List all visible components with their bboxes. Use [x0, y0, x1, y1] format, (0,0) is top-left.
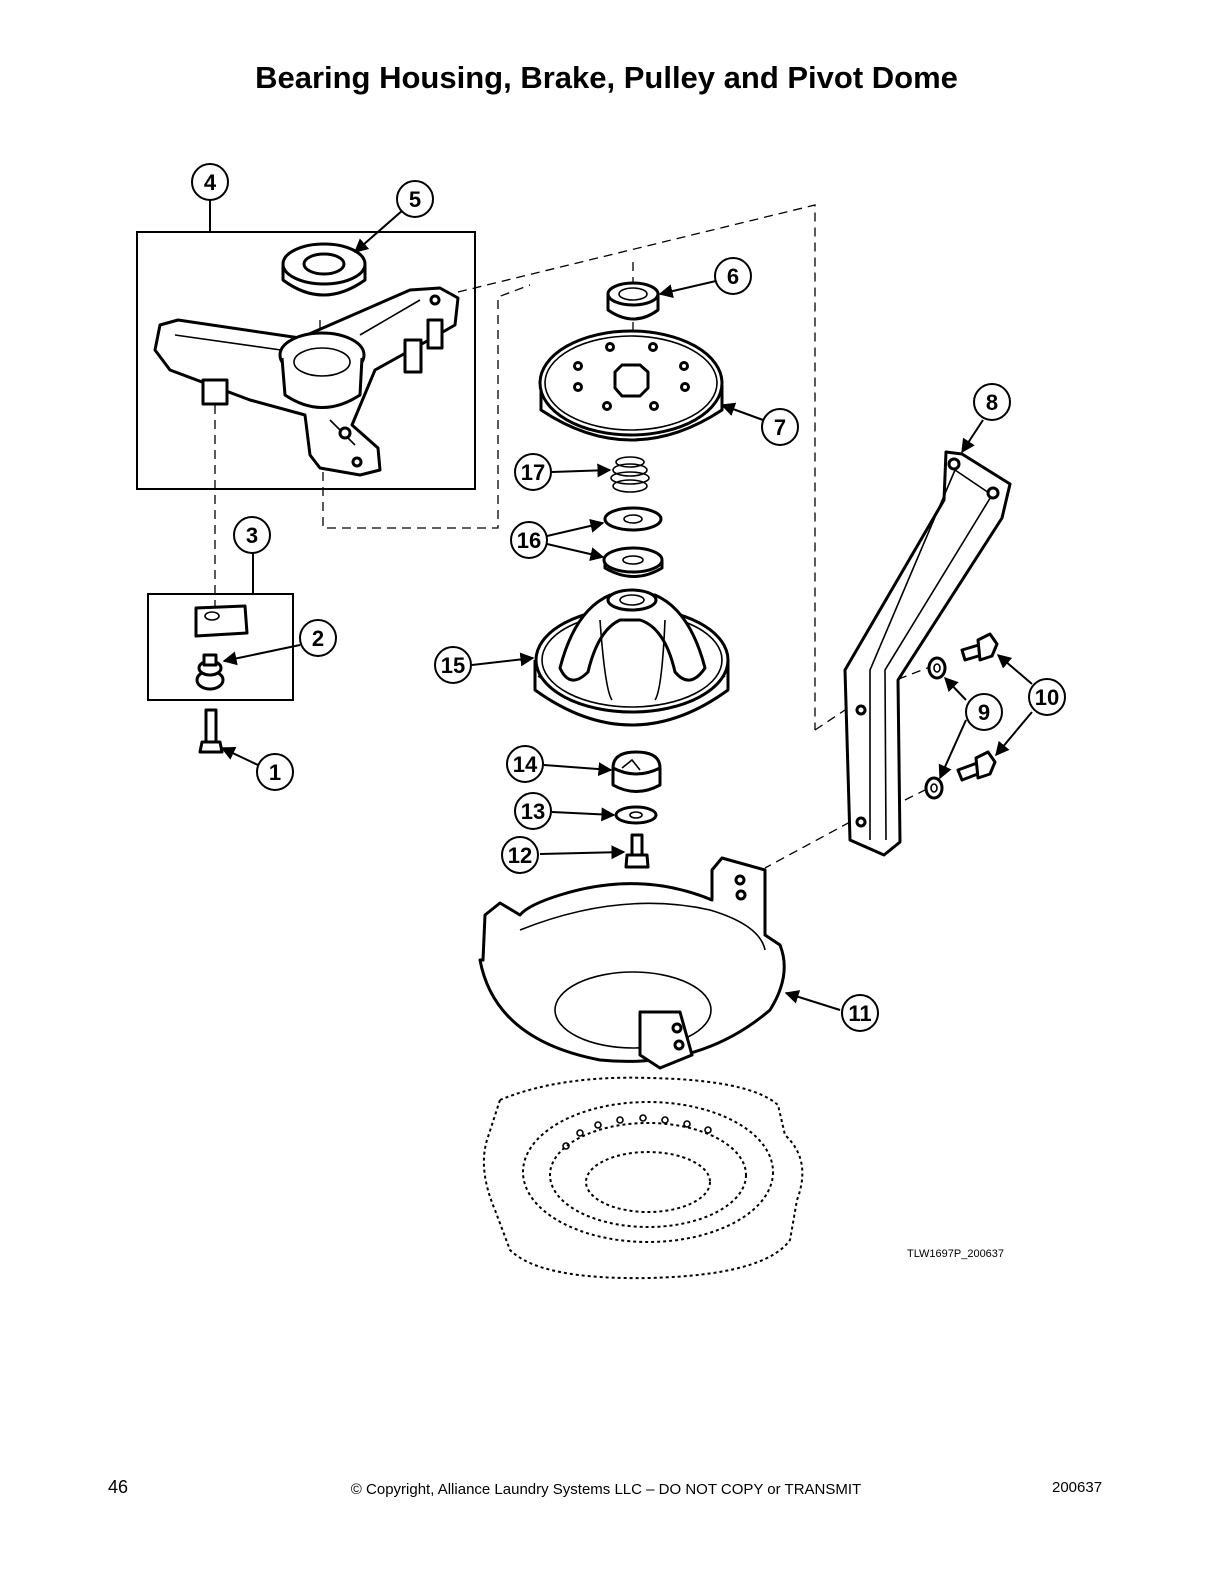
svg-text:6: 6 — [727, 264, 739, 289]
svg-text:10: 10 — [1035, 685, 1059, 710]
pulley-part — [538, 329, 724, 442]
svg-text:16: 16 — [517, 528, 541, 553]
washer-part-13 — [614, 805, 658, 825]
alignment-lines — [214, 204, 936, 869]
callout-12: 12 — [501, 836, 539, 874]
callouts: 4 5 6 7 8 17 16 3 2 15 10 9 14 1 13 12 1… — [191, 163, 1066, 1032]
svg-text:12: 12 — [508, 843, 532, 868]
svg-text:2: 2 — [312, 626, 324, 651]
callout-2: 2 — [299, 619, 337, 657]
bolt-part-12 — [624, 833, 650, 869]
leader-lines — [220, 209, 1033, 1011]
callout-10: 10 — [1028, 678, 1066, 716]
callout-15: 15 — [434, 646, 472, 684]
lock-washer-part-lower — [924, 776, 944, 800]
svg-text:9: 9 — [978, 700, 990, 725]
bolt-part-10-lower — [956, 750, 997, 782]
callout-16: 16 — [510, 521, 548, 559]
callout-17: 17 — [514, 453, 552, 491]
page-number: 46 — [108, 1477, 129, 1497]
pivot-dome-part — [478, 856, 786, 1070]
callout-5: 5 — [396, 180, 434, 218]
svg-text:14: 14 — [513, 752, 538, 777]
callout-14: 14 — [506, 745, 544, 783]
copyright-notice: © Copyright, Alliance Laundry Systems LL… — [350, 1481, 862, 1498]
outer-tub-outline — [482, 1076, 804, 1280]
bearing-housing-assembly-box — [136, 231, 476, 490]
bracket-part — [843, 450, 1012, 857]
bearing-housing-part — [153, 286, 460, 477]
callout-11: 11 — [841, 994, 879, 1032]
document-number: 200637 — [1052, 1479, 1103, 1496]
svg-text:4: 4 — [204, 170, 217, 195]
bolt-part-1 — [198, 708, 224, 754]
svg-text:5: 5 — [409, 187, 421, 212]
washer-part-16-lower — [602, 546, 664, 578]
drawing-code: TLW1697P_200637 — [907, 1248, 1004, 1260]
bearing-part — [281, 242, 367, 297]
svg-text:7: 7 — [774, 415, 786, 440]
callout-4: 4 — [191, 163, 229, 201]
callout-7: 7 — [761, 408, 799, 446]
callout-8: 8 — [973, 383, 1011, 421]
callout-1: 1 — [256, 753, 294, 791]
svg-text:13: 13 — [521, 799, 545, 824]
svg-text:1: 1 — [269, 760, 281, 785]
callout-6: 6 — [714, 257, 752, 295]
washer-part-16-upper — [603, 506, 663, 532]
page-title: Bearing Housing, Brake, Pulley and Pivot… — [255, 60, 958, 95]
svg-text:3: 3 — [246, 523, 258, 548]
callout-13: 13 — [514, 792, 552, 830]
bolt-part-10-upper — [960, 632, 999, 662]
seal-part — [606, 281, 660, 321]
svg-text:11: 11 — [848, 1001, 871, 1026]
brake-part — [533, 588, 730, 727]
spring-part — [610, 456, 650, 493]
svg-text:8: 8 — [986, 390, 998, 415]
svg-text:17: 17 — [521, 460, 545, 485]
callout-3: 3 — [233, 516, 271, 554]
callout-9: 9 — [965, 693, 1003, 731]
pad-part — [194, 604, 249, 638]
grommet-part — [195, 653, 225, 691]
cam-part — [611, 750, 662, 793]
lock-washer-part-upper — [927, 656, 947, 680]
svg-text:15: 15 — [441, 653, 465, 678]
